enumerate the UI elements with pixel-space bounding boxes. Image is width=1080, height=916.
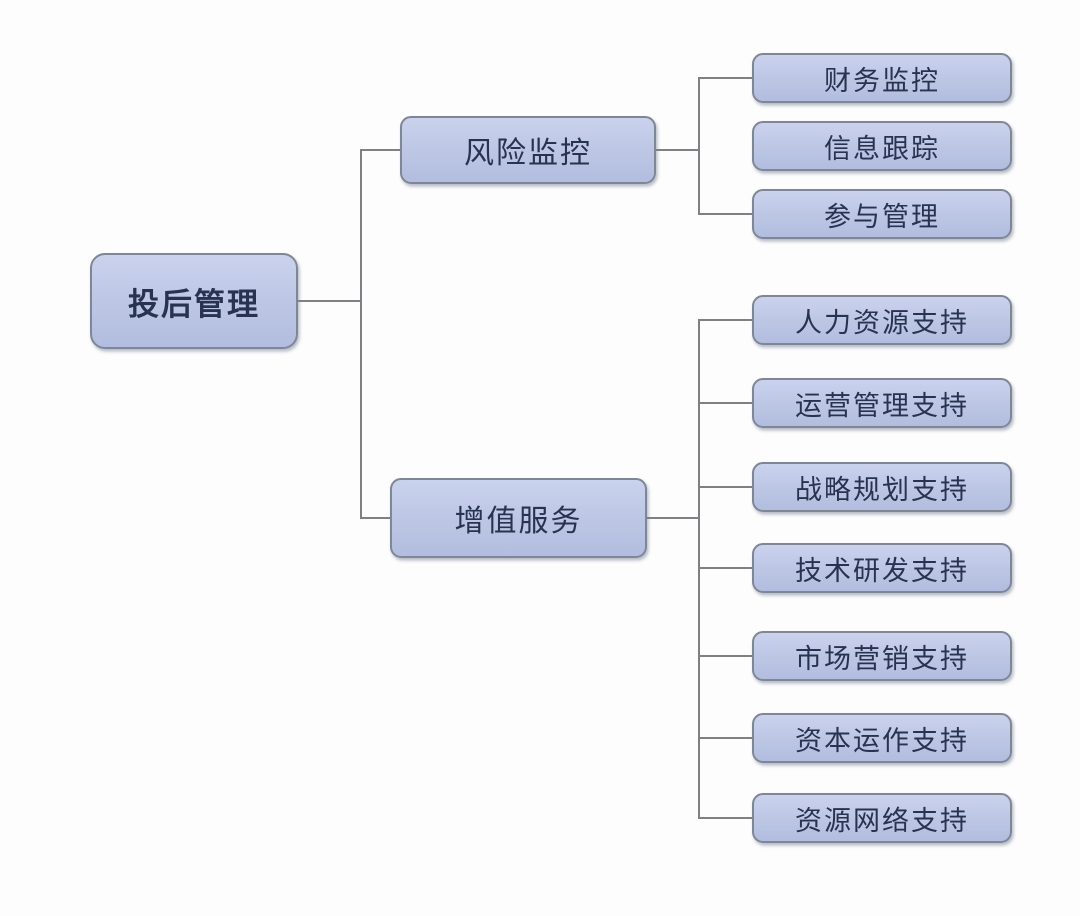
connector-stub-financial-monitoring [700,77,752,79]
node-branch-value-added-services: 增值服务 [390,478,647,558]
node-leaf-operations-support: 运营管理支持 [752,378,1012,428]
connector-stub-resource-network-support [700,817,752,819]
connector-risk-monitoring-out [656,149,698,151]
connector-value-added-out [647,517,698,519]
node-leaf-strategic-planning-support: 战略规划支持 [752,462,1012,512]
node-leaf-tech-rd-support: 技术研发支持 [752,543,1012,593]
connector-risk-group-vertical [698,77,700,215]
connector-root-out [298,300,360,302]
connector-trunk-vertical [360,149,362,519]
node-leaf-capital-operations-support: 资本运作支持 [752,713,1012,763]
connector-stub-participation-management [700,213,752,215]
node-branch-risk-monitoring: 风险监控 [400,116,656,184]
connector-stub-strategic-planning-support [700,486,752,488]
connector-stub-marketing-support [700,655,752,657]
node-leaf-participation-management: 参与管理 [752,189,1012,239]
node-leaf-financial-monitoring: 财务监控 [752,53,1012,103]
connector-value-group-vertical [698,319,700,819]
node-leaf-resource-network-support: 资源网络支持 [752,793,1012,843]
node-root: 投后管理 [90,253,298,349]
connector-trunk-to-risk-monitoring [362,149,400,151]
connector-stub-capital-operations-support [700,737,752,739]
node-leaf-marketing-support: 市场营销支持 [752,631,1012,681]
connector-stub-hr-support [700,319,752,321]
connector-stub-operations-support [700,402,752,404]
connector-trunk-to-value-added [362,517,390,519]
connector-stub-tech-rd-support [700,567,752,569]
node-leaf-information-tracking: 信息跟踪 [752,121,1012,171]
node-leaf-hr-support: 人力资源支持 [752,295,1012,345]
